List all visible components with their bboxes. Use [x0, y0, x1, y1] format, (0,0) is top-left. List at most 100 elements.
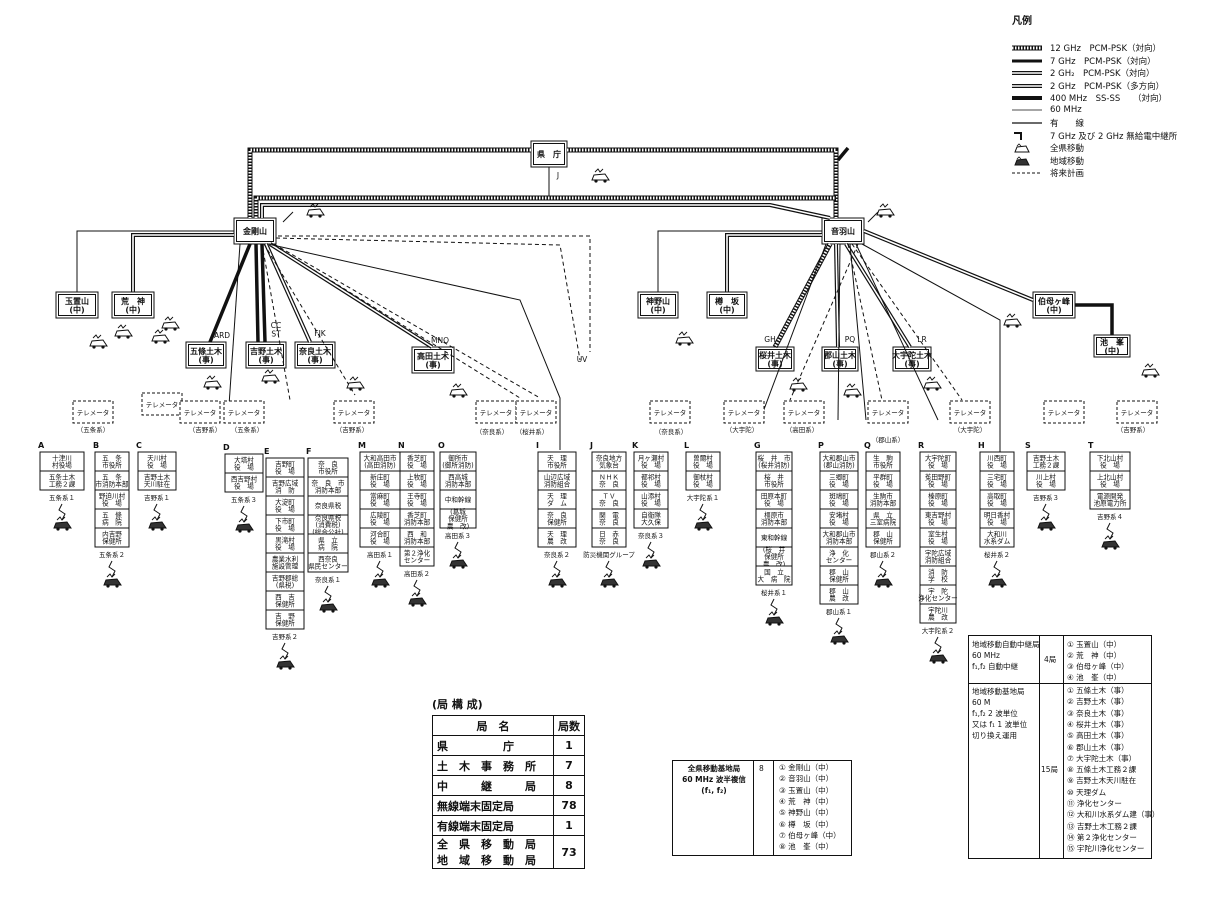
regional-car-icon-L	[694, 516, 713, 531]
regional-car-icon-R	[929, 649, 948, 664]
telemeter-box-11: テレメータ	[949, 400, 991, 424]
zig-I	[553, 560, 561, 578]
terminal-item: 桜 井市役所	[764, 472, 784, 488]
terminal-item: 三宅町役 場	[987, 472, 1007, 488]
legend-label: 7 GHz PCM-PSK（対向）	[1050, 56, 1156, 67]
terminal-item: 川上村役 場	[1036, 472, 1056, 488]
code-uv: UV	[577, 355, 588, 364]
link-otowa-dq	[847, 243, 883, 401]
zig-K	[647, 541, 655, 559]
system-label-I: 奈良系２	[544, 550, 570, 559]
system-label-E: 吉野系２	[272, 632, 298, 641]
svg-text:テレメータ: テレメータ	[954, 408, 987, 417]
col-head-Q: Q	[864, 441, 871, 450]
telemeter-sub-label: （奈良系）	[476, 427, 509, 436]
terminal-item: 五 条市役所	[102, 453, 122, 469]
terminal-item: 都祁村役 場	[641, 472, 661, 488]
regional-car-icon-O	[449, 554, 468, 569]
relay-gyokuzan: 玉置山(中)	[55, 291, 99, 319]
regional-car-icon-C	[148, 516, 167, 531]
link-kongo-sakurai-t	[273, 243, 541, 399]
regional-car-icon-A	[53, 516, 72, 531]
terminal-item: 田原本町役 場	[761, 491, 788, 507]
relay-marker	[836, 146, 850, 162]
zig-D	[240, 505, 248, 523]
legend-swatch-icon	[1012, 109, 1042, 110]
system-label-O: 高田系３	[445, 531, 471, 540]
terminal-item: 生 駒市役所	[873, 453, 893, 469]
col-head-I: I	[536, 441, 539, 450]
telemeter-box-0: テレメータ	[72, 400, 114, 424]
zig-S	[1042, 503, 1050, 521]
office-gojo: 五條土木(事)	[185, 341, 227, 369]
code-j: J	[556, 171, 559, 180]
telemeter-box-1: テレメータ	[141, 392, 183, 416]
terminal-item: 上北山村役 場	[1097, 472, 1124, 488]
regional-r1-count: 4局	[1044, 655, 1057, 664]
regional-r1-label: 地域移動自動中継局 60 MHz f₁,f₂ 自動中継	[972, 640, 1040, 671]
regional-car-icon-I	[548, 573, 567, 588]
col-head-N: N	[398, 441, 405, 450]
office-yoshino: 吉野土木(事)	[245, 341, 287, 369]
telemeter-sub-label: （五条系）	[77, 425, 110, 434]
regional-car-icon-Q	[874, 573, 893, 588]
kencho-car-icon	[591, 168, 610, 183]
mobile-base-item: ③ 玉置山（中）	[779, 785, 834, 795]
svg-text:音羽山: 音羽山	[831, 226, 855, 236]
regional-r1-item: ① 玉置山（中）	[1067, 640, 1122, 649]
zig-Q	[879, 560, 887, 578]
terminal-item: 県 立三室病院	[870, 510, 897, 526]
terminal-item: 吉 野保健所	[275, 612, 295, 627]
system-label-M: 高田系１	[367, 550, 393, 559]
relay-ikegami: 池 峯(中)	[1093, 334, 1131, 358]
car-icon	[675, 331, 694, 346]
legend-label: 2 GHz PCM-PSK（多方向）	[1050, 81, 1165, 92]
station-table-cell: 無線端末固定局	[432, 795, 554, 816]
terminal-item: 西 和消防本部	[404, 529, 431, 545]
legend-row-lmob: 全県移動	[1012, 142, 1084, 154]
mobile-base-item: ⑥ 樽 坂（中）	[779, 819, 834, 829]
zig2	[867, 211, 879, 223]
svg-text:テレメータ: テレメータ	[788, 408, 821, 417]
svg-text:テレメータ: テレメータ	[184, 408, 217, 417]
telemeter-sub-label: （五条系）	[231, 425, 264, 434]
link-kongo-uv2	[278, 235, 591, 352]
terminal-item: 内吉野保健所	[102, 529, 122, 545]
legend-row-l2b: 2 GHz PCM-PSK（多方向）	[1012, 80, 1164, 92]
terminal-item: 消 防学 校	[928, 567, 948, 583]
regional-car-icon-E	[276, 655, 295, 670]
terminal-item: 吉野広域消 防	[272, 478, 299, 494]
system-label-P: 郡山系１	[826, 607, 852, 616]
terminal-item: 平群町役 場	[873, 472, 893, 488]
link-otowa-h	[861, 243, 1001, 455]
terminal-item: 曽爾村役 場	[693, 453, 713, 469]
link-kongo-yoshino2	[260, 243, 267, 343]
regional-r2-item: ② 吉野土木（事）	[1067, 697, 1129, 707]
terminal-item: 自衛隊大久保	[641, 510, 661, 526]
terminal-item: 山添村役 場	[641, 491, 661, 507]
station-table-header: 局 名	[432, 715, 554, 736]
terminal-item: 東吉野村役 場	[925, 510, 952, 526]
car-icon	[843, 383, 862, 398]
telemeter-box-2: テレメータ	[179, 400, 221, 424]
link-otowa-hakubo	[863, 229, 1034, 302]
relay-kamino: 神野山(中)	[637, 291, 679, 319]
svg-text:テレメータ: テレメータ	[146, 400, 179, 409]
legend-title: 凡例	[1012, 16, 1032, 27]
legend-swatch-icon	[1014, 143, 1030, 153]
regional-r2-item: ⑩ 天理ダム	[1067, 787, 1107, 797]
telemeter-sub-label: （大宇陀）	[726, 425, 759, 434]
system-label-F: 奈良系１	[315, 575, 341, 584]
svg-text:吉野土木(事): 吉野土木(事)	[250, 346, 283, 365]
col-head-L: L	[684, 441, 689, 450]
terminal-item: 宇陀川農 改	[928, 605, 948, 621]
svg-text:テレメータ: テレメータ	[480, 408, 513, 417]
svg-text:県 庁: 県 庁	[537, 149, 561, 159]
